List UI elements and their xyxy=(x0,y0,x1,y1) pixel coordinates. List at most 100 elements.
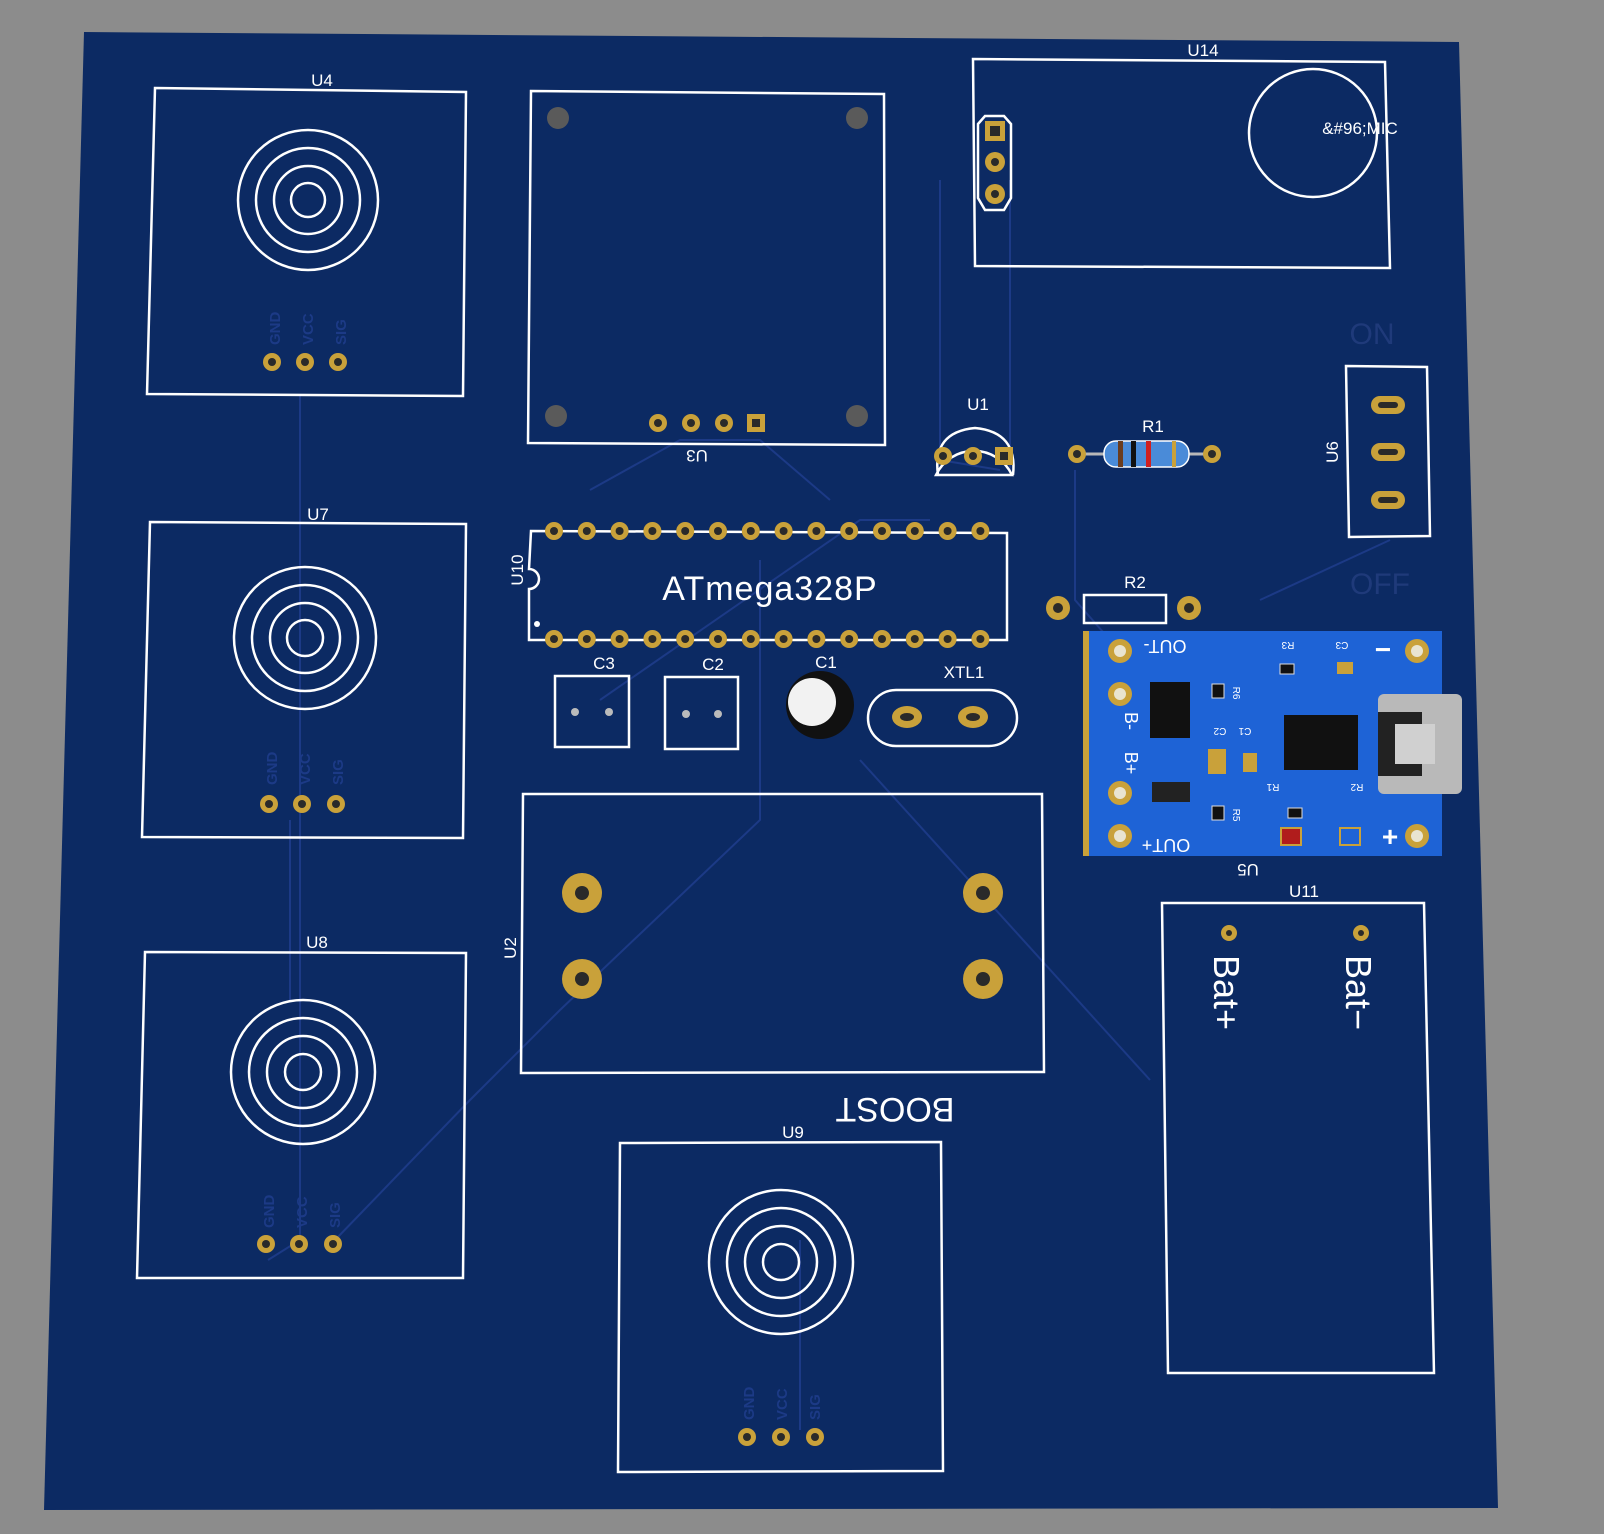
capacitor-c1: C1 xyxy=(786,653,854,739)
ref-u2: U2 xyxy=(501,937,520,959)
sensor-u9: U9 GND VCC SIG xyxy=(616,1123,945,1474)
charger-c1: C1 xyxy=(1238,725,1251,736)
charger-out-pos: OUT+ xyxy=(1142,835,1191,855)
ref-r1: R1 xyxy=(1142,417,1164,436)
pin-label-vcc: VCC xyxy=(297,753,314,785)
ref-u5: U5 xyxy=(1237,860,1259,879)
ref-u3: U3 xyxy=(686,446,708,465)
charger-plus: + xyxy=(1382,821,1398,852)
dip-pad-hole xyxy=(779,527,788,535)
dip-pad-hole xyxy=(582,527,591,535)
dip-pad-hole xyxy=(550,527,558,535)
dip-pad-hole xyxy=(845,527,854,535)
ref-xtl1: XTL1 xyxy=(944,663,985,682)
ref-u1: U1 xyxy=(967,395,989,414)
dip-pad-hole xyxy=(943,635,952,643)
charger-out-neg: OUT- xyxy=(1143,636,1186,656)
sensor-u4: U4 GND VCC SIG xyxy=(145,71,468,398)
ref-u10: U10 xyxy=(508,554,527,585)
dip-pad-hole xyxy=(746,527,755,535)
charger-r5: R5 xyxy=(1230,809,1241,822)
module-u3: U3 xyxy=(526,89,887,465)
dip-pad-hole xyxy=(976,635,985,643)
charger-r6: R6 xyxy=(1230,687,1241,700)
battery-u11: U11 Bat+ Bat− xyxy=(1160,882,1436,1375)
dip-pad-hole xyxy=(615,635,624,643)
dip-pad-hole xyxy=(714,635,722,643)
pin-label-vcc: VCC xyxy=(774,1388,791,1420)
charger-b-neg: B- xyxy=(1121,712,1141,730)
switch-on-label: ON xyxy=(1350,318,1395,351)
ref-u9: U9 xyxy=(782,1123,804,1142)
battery-neg-label: Bat− xyxy=(1338,955,1379,1030)
boost-label: BOOST xyxy=(835,1090,954,1128)
dip-pad-hole xyxy=(910,635,919,643)
mic-label: &#96;MIC xyxy=(1322,119,1398,138)
charger-minus: − xyxy=(1375,634,1391,665)
charger-b-pos: B+ xyxy=(1121,752,1141,775)
mcu-label: ATmega328P xyxy=(662,570,877,608)
pin-label-vcc: VCC xyxy=(294,1196,311,1228)
dip-pad-hole xyxy=(714,527,722,535)
charger-r3: R3 xyxy=(1281,639,1294,650)
pcb-board xyxy=(44,32,1498,1510)
ref-u8: U8 xyxy=(306,933,328,952)
crystal-xtl1: XTL1 xyxy=(866,663,1019,748)
resistor-r2: R2 xyxy=(1046,573,1201,625)
sensor-u8: U8 GND VCC SIG xyxy=(135,933,468,1280)
ref-c1: C1 xyxy=(815,653,837,672)
pin-label-sig: SIG xyxy=(333,319,350,345)
dip-pad-hole xyxy=(910,527,919,535)
battery-pos-label: Bat+ xyxy=(1206,955,1247,1030)
dip-pad-hole xyxy=(812,635,821,643)
pin-label-sig: SIG xyxy=(327,1202,344,1228)
dip-pad-hole xyxy=(648,635,657,643)
ref-c2: C2 xyxy=(702,655,724,674)
pin-label-gnd: GND xyxy=(267,312,284,346)
ref-c3: C3 xyxy=(593,654,615,673)
charger-r1: R1 xyxy=(1266,781,1279,792)
charger-c3: C3 xyxy=(1335,639,1348,650)
ref-r2: R2 xyxy=(1124,573,1146,592)
dip-pad-hole xyxy=(812,527,821,535)
pin-label-sig: SIG xyxy=(807,1394,824,1420)
sensor-u7: U7 GND VCC SIG xyxy=(140,505,468,840)
charger-u5: OUT- OUT+ B- B+ − + R3 C3 R6 C2 C1 R1 R2… xyxy=(1083,631,1462,879)
dip-pad-hole xyxy=(746,635,755,643)
switch-off-label: OFF xyxy=(1350,568,1410,601)
capacitor-c2: C2 xyxy=(663,655,740,751)
capacitor-c3: C3 xyxy=(553,654,631,749)
ref-u4: U4 xyxy=(311,71,333,90)
pin-label-gnd: GND xyxy=(741,1387,758,1421)
dip-pad-hole xyxy=(648,527,657,535)
boost-u2: U2 BOOST xyxy=(501,792,1046,1128)
pin-label-gnd: GND xyxy=(261,1195,278,1229)
pin-label-vcc: VCC xyxy=(300,313,317,345)
switch-u6: ON U6 OFF xyxy=(1323,318,1432,601)
dip-pad-hole xyxy=(681,527,690,535)
mcu-u10: U10 ATmega328P xyxy=(508,522,1009,648)
dip-pad-hole xyxy=(550,635,558,643)
charger-c2: C2 xyxy=(1213,725,1226,736)
dip-pad-hole xyxy=(681,635,690,643)
resistor-r1: R1 xyxy=(1068,417,1221,468)
dip-pad-hole xyxy=(615,527,624,535)
dip-pad-hole xyxy=(845,635,854,643)
pin-label-sig: SIG xyxy=(330,759,347,785)
dip-pad-hole xyxy=(878,635,886,643)
ref-u7: U7 xyxy=(307,505,329,524)
dip-pad-hole xyxy=(976,527,985,535)
charger-r2: R2 xyxy=(1350,781,1363,792)
regulator-u1: U1 xyxy=(934,395,1015,477)
dip-pad-hole xyxy=(878,527,886,535)
dip-pad-hole xyxy=(779,635,788,643)
dip-pads xyxy=(545,522,990,648)
pin-label-gnd: GND xyxy=(264,752,281,786)
dip-pad-hole xyxy=(582,635,591,643)
dip-pad-hole xyxy=(943,527,952,535)
ref-u14: U14 xyxy=(1187,41,1218,60)
module-u14: U14 &#96;MIC xyxy=(971,41,1398,270)
ref-u6: U6 xyxy=(1323,441,1342,463)
ref-u11: U11 xyxy=(1289,882,1319,901)
